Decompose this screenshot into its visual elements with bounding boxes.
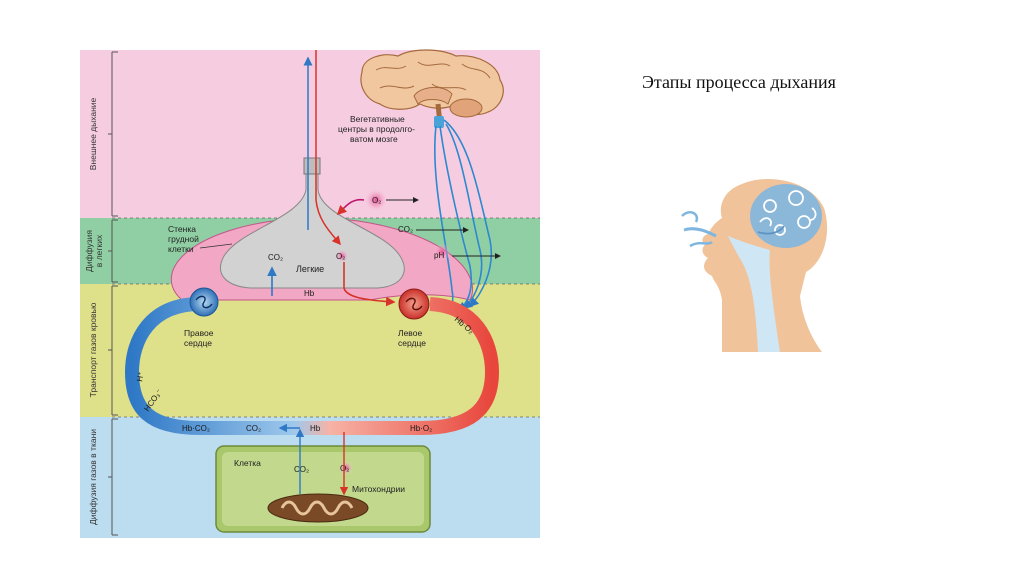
brain-icon [360, 49, 504, 128]
zone-label-lung-diffusion-2: в легких [94, 234, 104, 267]
chem-hb-top: Hb [304, 289, 315, 298]
label-chest-2: грудной [168, 234, 199, 244]
slide-title: Этапы процесса дыхания [642, 72, 836, 92]
nerve-paths [433, 119, 493, 312]
label-brain-3: ватом мозге [350, 134, 398, 144]
chem-co2-lung-right: CO₂ [398, 225, 413, 234]
chem-hbo2-bottom: Hb·O₂ [410, 424, 432, 433]
label-brain-2: центры в продолго- [338, 124, 415, 134]
trachea [303, 157, 321, 175]
right-heart-icon [189, 287, 219, 317]
chem-co2-lung: CO₂ [268, 253, 283, 262]
label-lungs: Легкие [296, 264, 324, 274]
chem-co2-cell: CO₂ [294, 465, 309, 474]
zone-label-external: Внешнее дыхание [88, 97, 98, 170]
label-brain-1: Вегетативные [350, 114, 405, 124]
left-heart-icon [398, 288, 430, 320]
head-breathing-icon [681, 178, 828, 352]
label-left-heart-1: Левое [398, 328, 422, 338]
zone-brackets [108, 51, 118, 536]
zone-label-tissue: Диффузия газов в ткани [88, 429, 98, 525]
zone-label-lung-diffusion-1: Диффузия [84, 230, 94, 272]
mitochondrion-icon [267, 493, 369, 523]
chem-o2-external: O₂ [372, 196, 381, 205]
chem-o2-lung: O₂ [336, 252, 345, 261]
label-mito: Митохондрии [352, 484, 405, 494]
chem-hb-bottom: Hb [310, 424, 321, 433]
label-left-heart-2: сердце [398, 338, 426, 348]
chem-h-plus: H⁺ [135, 371, 146, 382]
chem-co2-bottom: CO₂ [246, 424, 261, 433]
zone-label-transport: Транспорт газов кровью [88, 302, 98, 397]
label-right-heart-1: Правое [184, 328, 214, 338]
label-chest-1: Стенка [168, 224, 196, 234]
label-cell: Клетка [234, 458, 261, 468]
chem-hbco2: Hb·CO₂ [182, 424, 210, 433]
label-chest-3: клетки [168, 244, 194, 254]
lungs [219, 167, 405, 289]
chem-ph: pH [434, 251, 444, 260]
label-right-heart-2: сердце [184, 338, 212, 348]
